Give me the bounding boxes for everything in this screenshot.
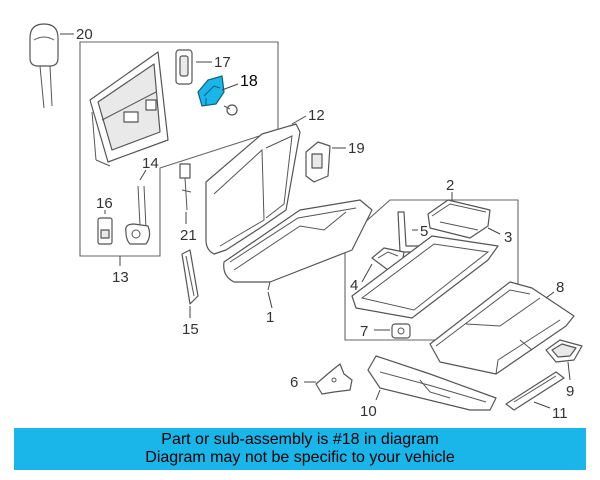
callout-11: 11 [552, 405, 568, 422]
banner-line-2: Diagram may not be specific to your vehi… [145, 449, 455, 466]
callout-9: 9 [566, 383, 574, 400]
part-seat-back-frame [89, 51, 169, 167]
info-banner: Part or sub-assembly is #18 in diagram D… [14, 428, 586, 470]
part-12-seat-back [205, 123, 301, 255]
part-15-trim-panel [181, 249, 199, 305]
part-2-floor-tray [351, 235, 499, 319]
callout-1: 1 [266, 309, 274, 326]
part-10-sill-plate [367, 355, 497, 411]
callout-15: 15 [182, 321, 199, 338]
callout-17: 17 [214, 54, 231, 71]
callout-13: 13 [112, 269, 129, 286]
callout-14: 14 [142, 155, 159, 172]
callout-4: 4 [350, 277, 358, 294]
part-9-vent [545, 339, 583, 363]
callout-18: 18 [240, 73, 258, 90]
part-bolt [223, 104, 238, 116]
callout-12: 12 [308, 107, 325, 124]
banner-line-1: Part or sub-assembly is #18 in diagram [161, 431, 439, 448]
part-18-latch-highlighted [197, 75, 225, 107]
part-16-buckle [97, 217, 113, 245]
callout-labels: 20 17 18 12 19 14 16 21 13 15 1 2 3 5 4 … [76, 26, 574, 422]
callout-6: 6 [290, 374, 298, 391]
part-bracket-17 [175, 49, 193, 85]
part-8-cargo-panel [429, 281, 575, 375]
callout-7: 7 [360, 323, 368, 340]
callout-20: 20 [76, 26, 93, 43]
callout-10: 10 [360, 403, 377, 420]
callout-19: 19 [348, 140, 365, 157]
part-19-latch [305, 141, 331, 183]
part-7-clip [391, 323, 411, 339]
parts-diagram: 20 17 18 12 19 14 16 21 13 15 1 2 3 5 4 … [29, 23, 583, 422]
callout-5: 5 [420, 223, 428, 240]
leader-lines [60, 33, 571, 409]
group-box-13 [79, 41, 279, 257]
part-1-seat-cushion [223, 199, 373, 291]
part-5-bracket [397, 211, 421, 253]
callout-21: 21 [180, 227, 197, 244]
callout-16: 16 [96, 195, 113, 212]
callout-2: 2 [446, 177, 454, 194]
part-6-bracket [315, 363, 353, 395]
part-headrest [29, 23, 59, 109]
part-3-module [427, 199, 491, 239]
callout-3: 3 [504, 229, 512, 246]
callout-8: 8 [556, 279, 564, 296]
part-11-scuff-plate [505, 371, 565, 411]
part-21-anchor [179, 163, 192, 211]
part-14-retractor [125, 185, 151, 245]
